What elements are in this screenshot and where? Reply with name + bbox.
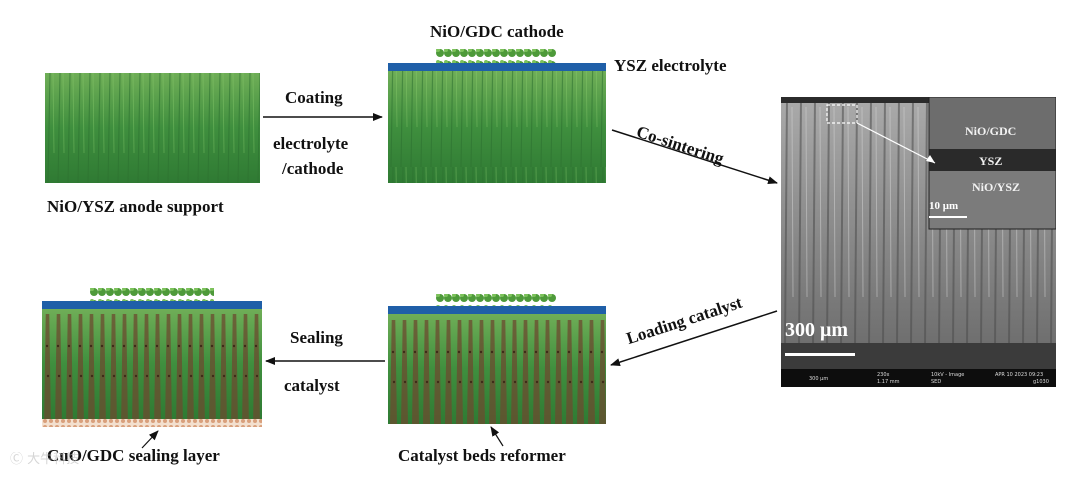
sem-cross-section-image: NiO/GDC YSZ NiO/YSZ 10 μm 300 μm 300 μm …: [781, 97, 1056, 387]
sem-info-mag: 230x: [877, 372, 890, 378]
sealing-layer-label: CuO/GDC sealing layer: [47, 446, 220, 465]
anode-support-block: [45, 73, 260, 183]
coating-electrolyte-label: electrolyte: [273, 134, 349, 153]
anode-support-label: NiO/YSZ anode support: [47, 197, 224, 216]
sem-main-scale-label: 300 μm: [785, 319, 848, 341]
electrolyte-label: YSZ electrolyte: [614, 56, 727, 75]
sem-inset-label-nio-gdc: NiO/GDC: [965, 124, 1017, 138]
catalyst-beds-label: Catalyst beds reformer: [398, 446, 566, 465]
sem-info-date: APR 10 2023 09:23: [995, 372, 1044, 378]
sem-info-detector: SED: [931, 379, 942, 385]
cosintering-arrow: [611, 129, 778, 185]
sealed-cell-block: [42, 288, 262, 427]
coating-cathode-label: /cathode: [282, 159, 344, 178]
sem-inset-label-ysz: YSZ: [979, 154, 1003, 168]
sealing-layer-pointer: [141, 430, 159, 449]
coating-label: Coating: [285, 88, 343, 107]
sealing-catalyst-label: catalyst: [284, 376, 340, 395]
sem-info-mode: 10kV - Image: [931, 372, 965, 378]
sem-info-width: 1.17 mm: [877, 379, 900, 385]
sem-info-scale: 300 μm: [809, 376, 829, 382]
sem-info-id: g1030: [1033, 379, 1049, 385]
loading-catalyst-arrow: [610, 310, 778, 367]
cathode-label: NiO/GDC cathode: [430, 22, 564, 41]
catalyst-beds-block: [388, 294, 606, 424]
sealing-label: Sealing: [290, 328, 343, 347]
coated-cell-block: [388, 49, 606, 183]
catalyst-beds-pointer: [490, 426, 504, 447]
watermark: Ⓒ 大牛科技: [10, 452, 80, 467]
sem-inset-label-nio-ysz: NiO/YSZ: [972, 180, 1021, 194]
sem-inset-scale-label: 10 μm: [929, 200, 959, 212]
